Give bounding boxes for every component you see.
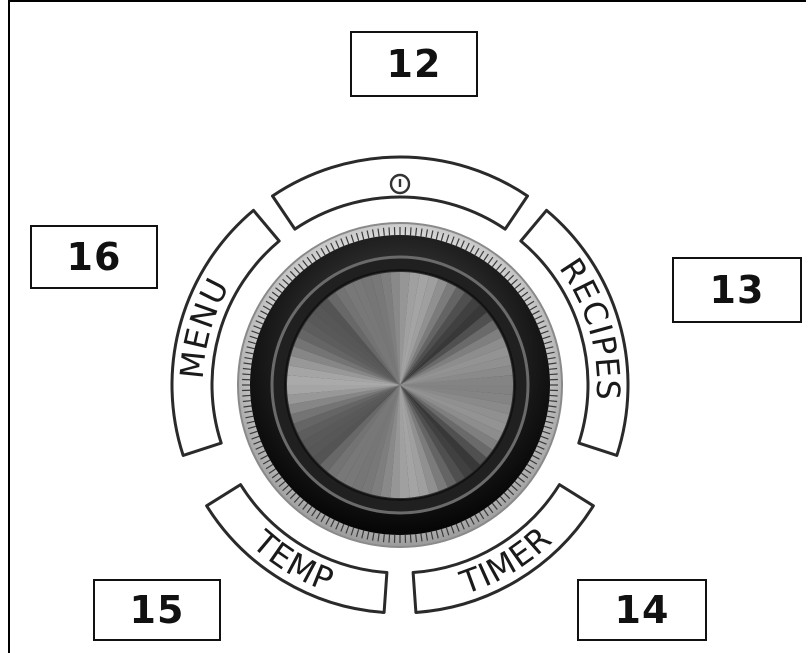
callout-15: 15: [93, 579, 221, 641]
callout-13: 13: [672, 257, 802, 323]
callout-14: 14: [577, 579, 707, 641]
callout-16: 16: [30, 225, 158, 289]
rotary-knob[interactable]: [238, 223, 562, 547]
callout-12: 12: [350, 31, 478, 97]
menu-label: MENU: [173, 271, 237, 380]
